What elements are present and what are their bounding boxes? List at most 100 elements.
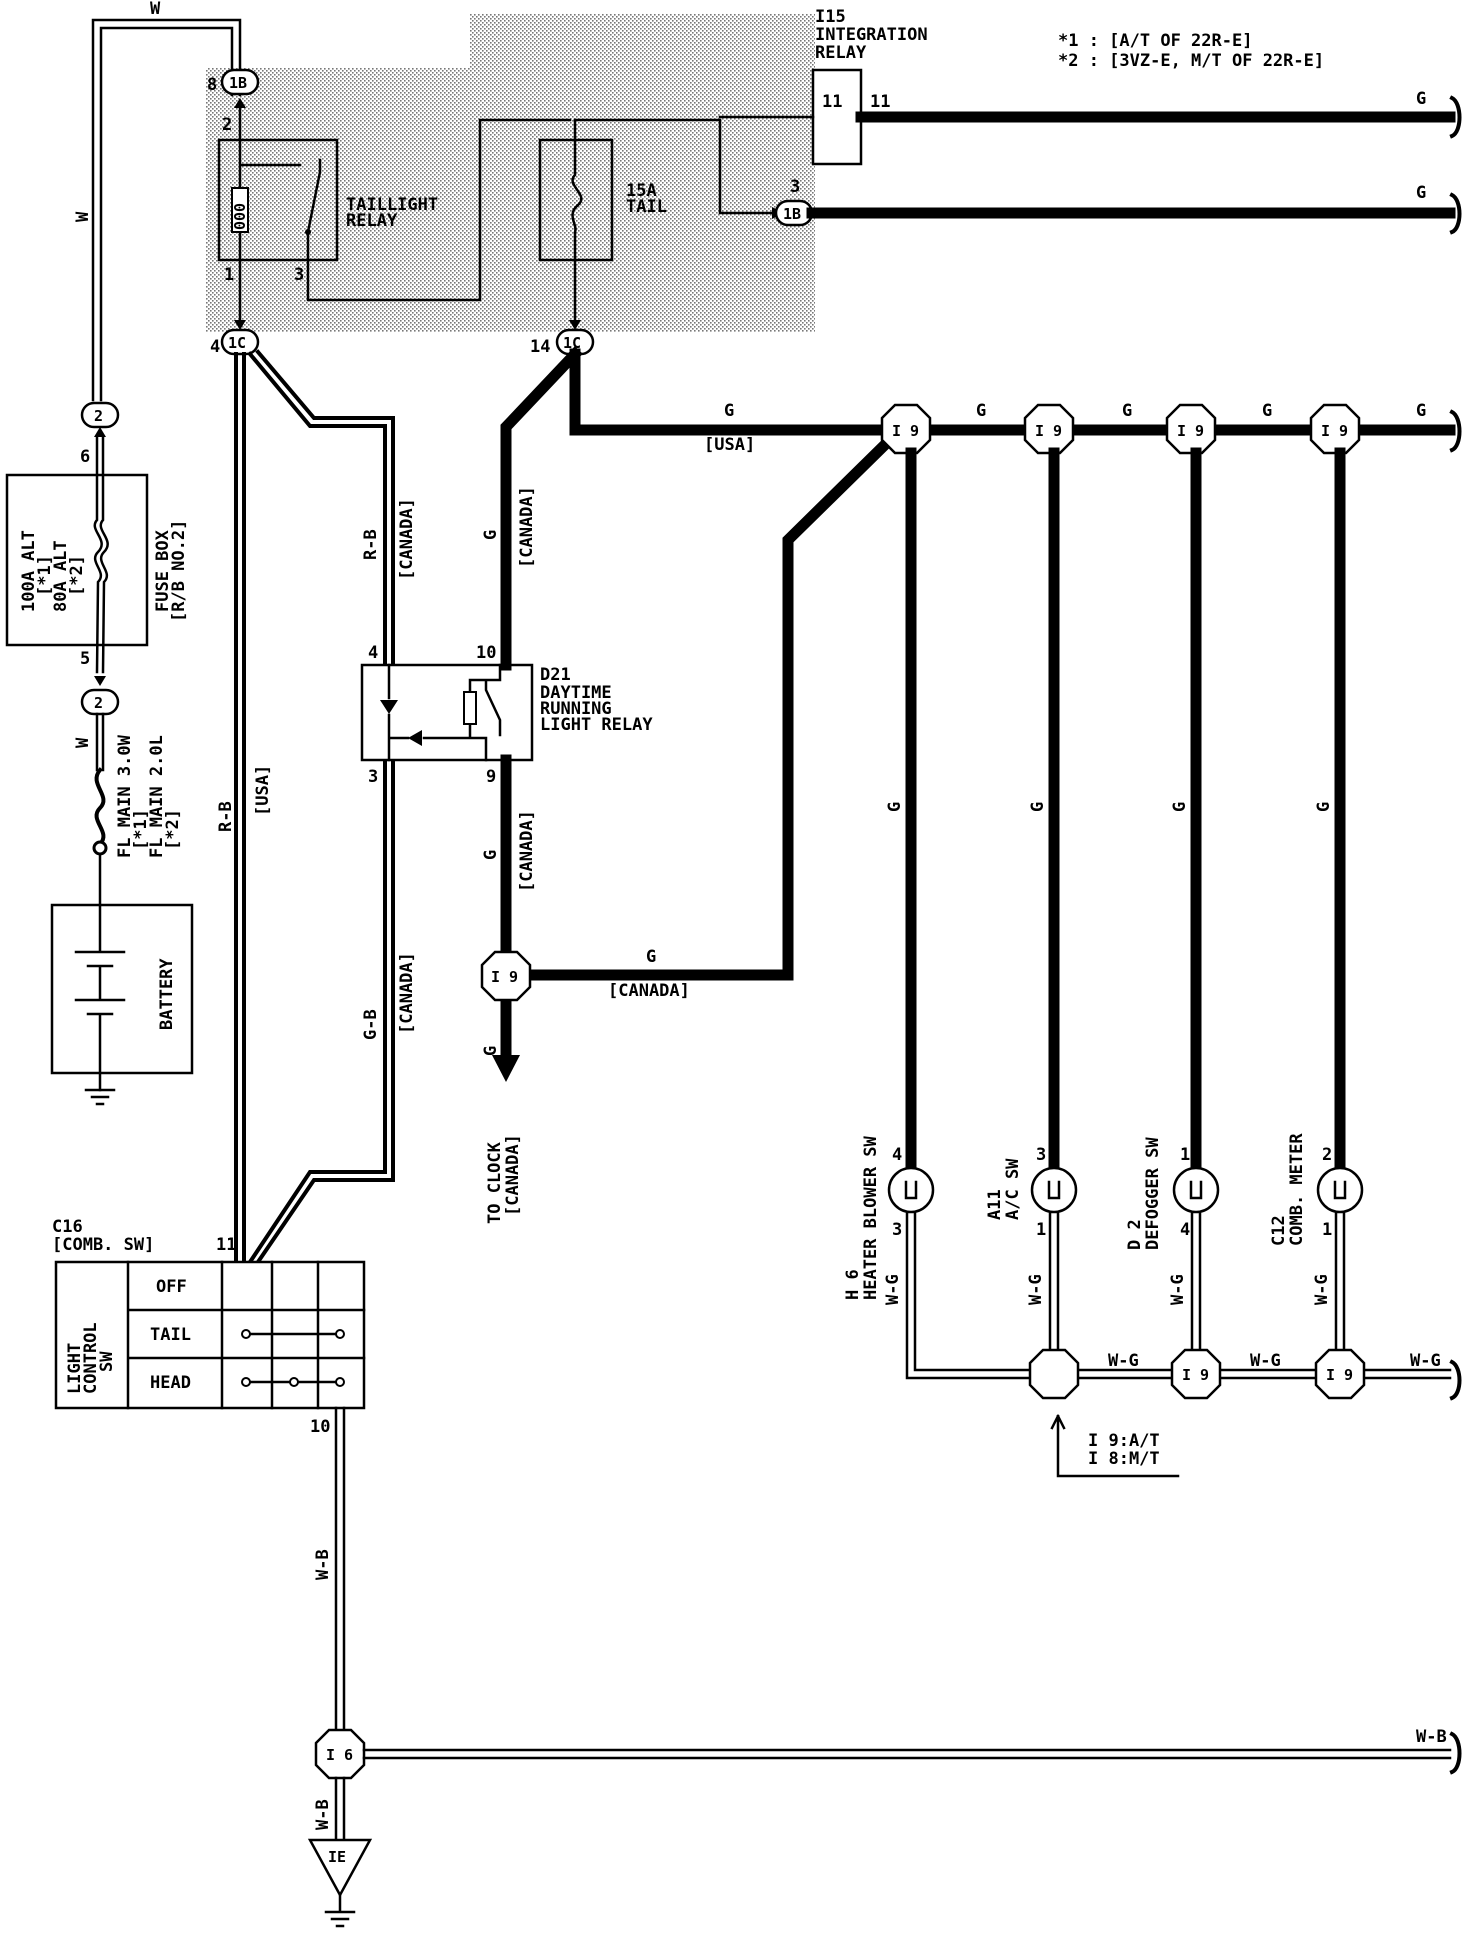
joint-i9-3: I 9 bbox=[1177, 422, 1204, 440]
drl-pin9: 9 bbox=[486, 767, 496, 787]
ground-ie-label: IE bbox=[328, 1848, 346, 1866]
drl-diode-1 bbox=[380, 700, 398, 714]
relay-block-shading bbox=[206, 14, 815, 332]
label-usa-g: [USA] bbox=[704, 435, 755, 455]
drl-relay-line3: LIGHT RELAY bbox=[540, 715, 653, 735]
connector-1c-left-label: 1C bbox=[228, 334, 246, 352]
fuse-box bbox=[5, 473, 149, 647]
drl-pin10: 10 bbox=[476, 643, 496, 663]
taillight-relay-box bbox=[217, 138, 339, 262]
comb-sw-sub: [COMB. SW] bbox=[52, 1235, 154, 1255]
joint-bottom-blank bbox=[1028, 1348, 1080, 1400]
pin-4-left: 4 bbox=[210, 337, 220, 357]
defogger-name: DEFOGGER SW bbox=[1143, 1137, 1163, 1250]
joint-i9-bottom-1 bbox=[1170, 1348, 1222, 1400]
comb-sw-id: C16 bbox=[52, 1217, 83, 1237]
label-wg-6: W-G bbox=[1250, 1351, 1281, 1371]
fl-main-line2: [*1] bbox=[131, 809, 151, 850]
label-g-v4: G bbox=[1314, 802, 1334, 812]
connector-2-bottom bbox=[80, 688, 120, 716]
wire-w-loop-inner bbox=[99, 26, 234, 402]
comb-sw-row-off: OFF bbox=[156, 1277, 187, 1297]
wire-wg-bottom bbox=[905, 1210, 1462, 1401]
wire-g-canada-cross bbox=[500, 417, 913, 981]
heater-name: HEATER BLOWER SW bbox=[861, 1135, 881, 1300]
taillight-relay-pin2: 2 bbox=[222, 115, 232, 135]
ac-pin-top: 3 bbox=[1036, 1145, 1046, 1165]
fl-main-line4: [*2] bbox=[163, 809, 183, 850]
drl-diode-2 bbox=[408, 730, 422, 746]
wire-rb-canada bbox=[247, 351, 387, 667]
taillight-relay-coil bbox=[231, 187, 249, 233]
joint-i9-2: I 9 bbox=[1035, 422, 1062, 440]
label-canada-rb: [CANADA] bbox=[397, 498, 417, 580]
drl-pin4: 4 bbox=[368, 643, 378, 663]
drl-relay-box bbox=[360, 663, 534, 762]
connector-2-top-label: 2 bbox=[94, 407, 103, 425]
label-g-canada-3: G bbox=[646, 947, 656, 967]
wire-g-canada-to-drl bbox=[500, 346, 583, 671]
label-gb: G-B bbox=[361, 1009, 381, 1040]
battery-cells bbox=[74, 903, 126, 1092]
fl-main-line1: FL MAIN 3.0W bbox=[115, 734, 135, 858]
drl-pin3: 3 bbox=[368, 767, 378, 787]
comb-sw-row-tail: TAIL bbox=[150, 1325, 191, 1345]
label-g-v2: G bbox=[1028, 802, 1048, 812]
taillight-relay-pin1: 1 bbox=[224, 265, 234, 285]
fuse-box-pin-top: 6 bbox=[80, 447, 90, 467]
meter-pin-bottom: 1 bbox=[1322, 1220, 1332, 1240]
comb-sw-contacts bbox=[241, 1329, 345, 1387]
taillight-relay-coil-label: 000 bbox=[231, 203, 249, 230]
fuse-box-line4: [*2] bbox=[67, 555, 87, 596]
ground-ie-triangle bbox=[307, 1838, 373, 1898]
pin-3-right: 3 bbox=[790, 177, 800, 197]
label-g-v1: G bbox=[885, 802, 905, 812]
wire-wb-horizontal bbox=[362, 1748, 1452, 1760]
joint-i9-row-top bbox=[880, 403, 1361, 455]
tail-fuse-element bbox=[571, 118, 583, 322]
integration-relay-box bbox=[811, 68, 863, 166]
fuse-box-name: FUSE BOX bbox=[153, 529, 173, 612]
joint-i9-bottom-2-label: I 9 bbox=[1326, 1366, 1353, 1384]
integration-relay-line2: RELAY bbox=[815, 43, 867, 63]
label-usa-left: [USA] bbox=[253, 765, 273, 816]
taillight-relay-name-2: RELAY bbox=[346, 211, 398, 231]
label-w-left: W bbox=[73, 211, 93, 222]
label-g-usa: G bbox=[724, 401, 734, 421]
defogger-pin-top: 1 bbox=[1180, 1145, 1190, 1165]
joint-i9-bottom-1-label: I 9 bbox=[1182, 1366, 1209, 1384]
ac-id: A11 bbox=[985, 1189, 1005, 1220]
meter-id: C12 bbox=[1269, 1215, 1289, 1246]
fl-main-line3: FL MAIN 2.0L bbox=[147, 735, 167, 858]
wire-w-fl bbox=[95, 712, 105, 772]
label-canada-2: [CANADA] bbox=[517, 810, 537, 892]
heater-pin-bottom: 3 bbox=[892, 1220, 902, 1240]
pin-8: 8 bbox=[207, 75, 217, 95]
label-g-clock: G bbox=[481, 1046, 501, 1056]
comb-sw-side1: LIGHT bbox=[65, 1343, 85, 1394]
pin-14-right: 14 bbox=[530, 337, 550, 357]
integration-relay-line1: INTEGRATION bbox=[815, 25, 928, 45]
ac-pin-bottom: 1 bbox=[1036, 1220, 1046, 1240]
fuse-box-line3: 80A ALT bbox=[51, 540, 71, 612]
connector-1b-top-label: 1B bbox=[229, 74, 247, 92]
label-g-2: G bbox=[1416, 183, 1426, 203]
label-g-top-2: G bbox=[1122, 401, 1132, 421]
label-canada-gb: [CANADA] bbox=[397, 952, 417, 1034]
defogger-id: D 2 bbox=[1125, 1219, 1145, 1250]
joint-i9-left bbox=[480, 950, 532, 1002]
comb-sw-side3: SW bbox=[97, 1351, 117, 1372]
joint-note-1: I 9:A/T bbox=[1088, 1431, 1160, 1451]
joint-i6 bbox=[314, 1728, 366, 1780]
joint-note-2: I 8:M/T bbox=[1088, 1449, 1160, 1469]
drl-relay-line2: RUNNING bbox=[540, 699, 612, 719]
label-canada-1: [CANADA] bbox=[517, 486, 537, 568]
clock-line1: TO CLOCK bbox=[485, 1141, 505, 1224]
taillight-relay-switch bbox=[306, 118, 572, 302]
taillight-relay-name-1: TAILLIGHT bbox=[346, 195, 438, 215]
joint-i9-4: I 9 bbox=[1321, 422, 1348, 440]
label-g-top-4: G bbox=[1416, 401, 1426, 421]
heater-pin-top: 4 bbox=[892, 1145, 902, 1165]
comb-sw-pin10: 10 bbox=[310, 1417, 330, 1437]
